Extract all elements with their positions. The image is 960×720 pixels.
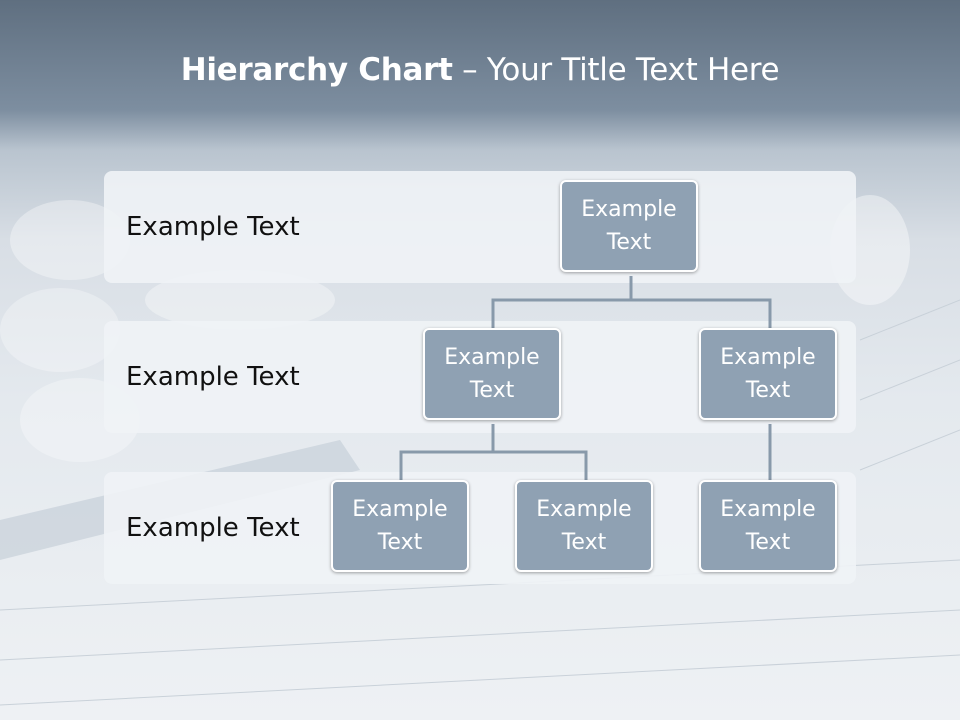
ledger-line-shape (859, 299, 960, 341)
calculator-key-shape (145, 270, 335, 330)
node-level2-left: Example Text (423, 328, 561, 420)
level-label-1: Example Text (126, 212, 300, 242)
node-root: Example Text (560, 180, 698, 272)
title-bold: Hierarchy Chart (180, 52, 453, 88)
node-level3-right: Example Text (699, 480, 837, 572)
ledger-line-shape (859, 429, 960, 471)
title-rest: – Your Title Text Here (452, 52, 780, 88)
node-level3-left: Example Text (331, 480, 469, 572)
calculator-key-shape (10, 200, 130, 280)
slide-title: Hierarchy Chart – Your Title Text Here (0, 52, 960, 88)
level-label-2: Example Text (126, 362, 300, 392)
node-level2-right: Example Text (699, 328, 837, 420)
ledger-line-shape (0, 654, 960, 706)
ledger-line-shape (0, 609, 960, 661)
level-label-3: Example Text (126, 513, 300, 543)
node-level3-middle: Example Text (515, 480, 653, 572)
ledger-line-shape (859, 359, 960, 401)
calculator-key-shape (0, 288, 120, 372)
level-band-1: Example Text (104, 171, 856, 283)
